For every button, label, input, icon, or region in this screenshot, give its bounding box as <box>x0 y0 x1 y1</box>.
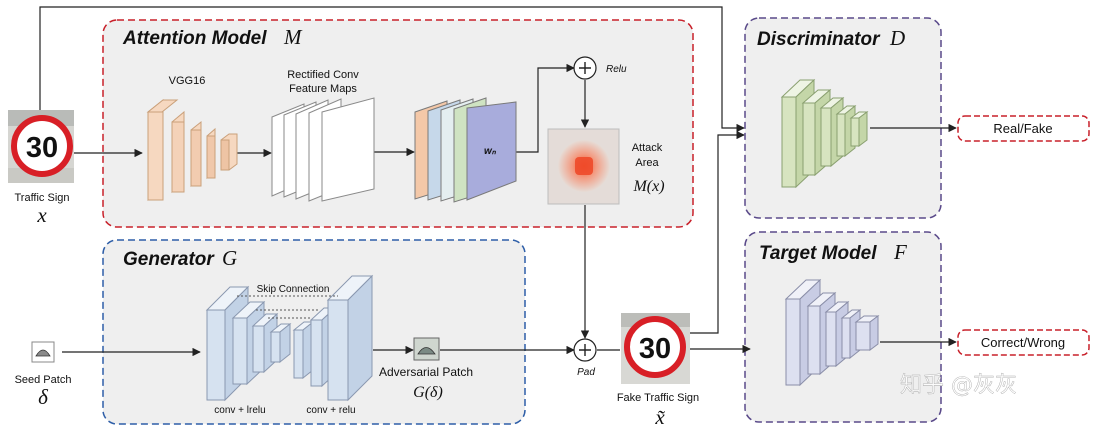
discriminator-symbol: D <box>889 26 905 50</box>
vgg16-label: VGG16 <box>169 75 206 87</box>
generator-symbol: G <box>222 246 237 270</box>
attention-title: Attention Model <box>122 28 267 49</box>
attention-symbol: M <box>283 25 303 49</box>
adversarial-patch <box>413 337 440 361</box>
real-fake-output: Real/Fake <box>993 121 1052 136</box>
input-sign-number: 30 <box>26 132 58 164</box>
traffic-sign-label: Traffic Sign <box>14 192 69 204</box>
real-fake-output-box <box>957 115 1090 142</box>
attention-panel <box>102 19 694 228</box>
correct-wrong-output-box <box>957 329 1090 356</box>
attack-area-map <box>547 128 620 205</box>
watermark: 知乎 @灰灰 <box>900 373 1017 398</box>
correct-wrong-output: Correct/Wrong <box>981 335 1065 350</box>
adversarial-patch-symbol: G(δ) <box>413 384 443 401</box>
fake-sign-number: 30 <box>639 333 671 365</box>
decoder-label: conv + relu <box>306 405 355 416</box>
pad-label: Pad <box>577 367 595 378</box>
discriminator-network <box>780 78 869 189</box>
conv-feature-maps <box>271 97 375 202</box>
generator-title: Generator <box>123 249 215 270</box>
seed-patch <box>31 341 55 363</box>
seed-patch-label: Seed Patch <box>15 374 72 386</box>
encoder-label: conv + lrelu <box>214 405 265 416</box>
generator-network <box>205 274 374 402</box>
fake-sign-symbol: x̃ <box>654 405 665 429</box>
skip-connections <box>237 295 338 319</box>
pad-sum-node <box>573 338 597 362</box>
seed-patch-symbol: δ <box>38 385 49 409</box>
connectors <box>39 6 957 357</box>
weighted-feature-maps <box>414 97 517 203</box>
wn-label: wₙ <box>484 146 497 157</box>
discriminator-title: Discriminator <box>757 29 881 50</box>
target-title: Target Model <box>759 243 877 264</box>
feature-maps-label-1: Rectified Conv <box>287 69 359 81</box>
attack-area-symbol: M(x) <box>632 178 664 195</box>
traffic-sign-symbol: x <box>36 203 47 227</box>
input-traffic-sign: 30 <box>8 110 74 183</box>
fake-traffic-sign: 30 <box>621 313 690 384</box>
attack-area-label-2: Area <box>635 157 659 169</box>
relu-sum-node <box>573 56 597 80</box>
fake-sign-label: Fake Traffic Sign <box>617 392 699 404</box>
feature-maps-label-2: Feature Maps <box>289 83 357 95</box>
skip-connection-label: Skip Connection <box>257 284 330 295</box>
relu-label: Relu <box>606 64 627 75</box>
vgg16-network <box>146 98 238 202</box>
adversarial-patch-label: Adversarial Patch <box>379 365 473 379</box>
target-symbol: F <box>893 240 907 264</box>
target-network <box>784 278 880 387</box>
attack-area-label-1: Attack <box>632 142 663 154</box>
